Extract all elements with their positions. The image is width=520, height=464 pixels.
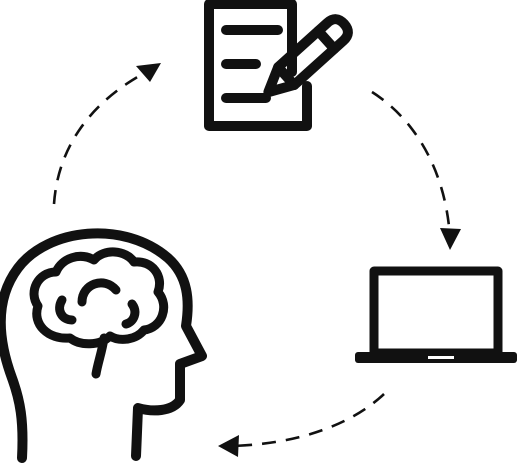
- arrowhead-note-to-device: [440, 228, 461, 250]
- brain-stem: [91, 333, 109, 379]
- document-outline: [204, 0, 312, 131]
- brain-outline: [29, 247, 169, 349]
- arrowheads: [136, 63, 461, 457]
- brain-fold-3: [121, 299, 140, 329]
- brain-fold-1: [77, 278, 121, 307]
- head-brain-icon: [0, 228, 207, 463]
- arrow-mind-to-note: [52, 68, 151, 205]
- pencil: [263, 14, 353, 98]
- arrowhead-mind-to-note: [136, 63, 161, 82]
- laptop-notch: [428, 356, 454, 359]
- laptop-icon: [355, 266, 517, 363]
- brain-icon: [29, 247, 169, 379]
- brain-fold-2: [55, 295, 77, 325]
- cycle-arrows: [52, 68, 452, 448]
- arrow-device-to-mind: [231, 393, 385, 448]
- document-pencil-icon: [204, 0, 353, 131]
- arrowhead-device-to-mind: [218, 435, 239, 457]
- arrow-note-to-device: [371, 90, 452, 239]
- laptop-screen-bezel: [369, 266, 503, 358]
- head-profile: [0, 228, 207, 463]
